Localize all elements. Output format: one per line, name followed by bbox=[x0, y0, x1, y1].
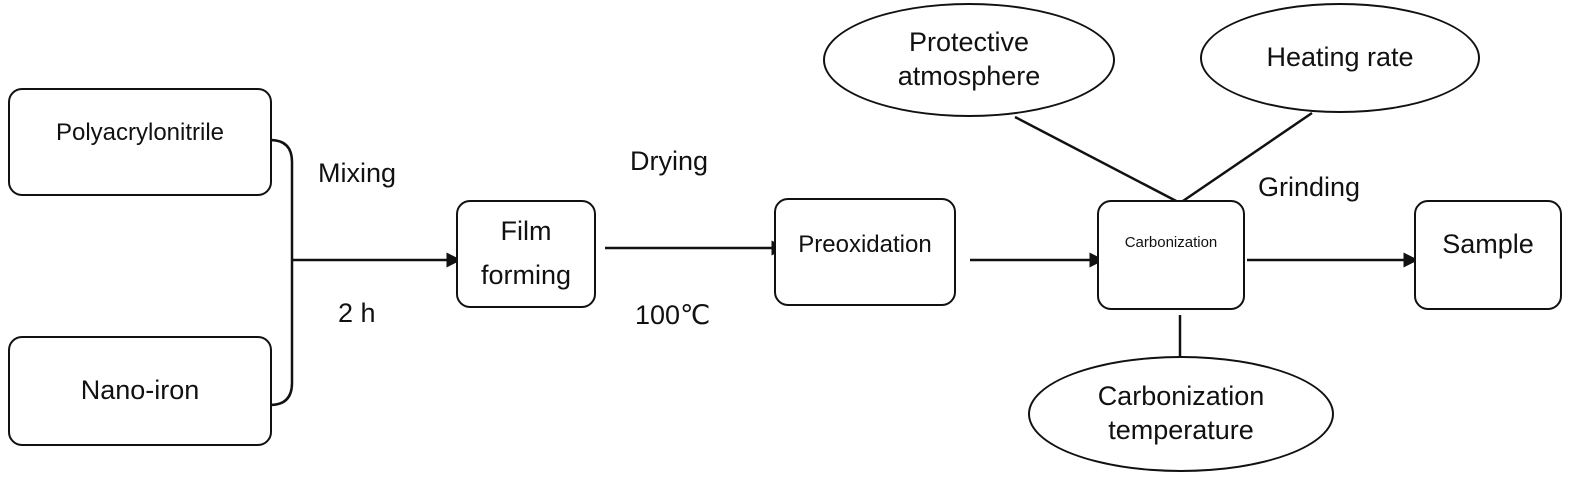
heating-rate-ellipse: Heating rate bbox=[1200, 3, 1480, 113]
preoxidation-box: Preoxidation bbox=[774, 198, 956, 306]
carbonization-temperature-line1: Carbonization bbox=[1097, 381, 1265, 412]
sample-box: Sample bbox=[1414, 200, 1562, 310]
nano-iron-box: Nano-iron bbox=[8, 336, 272, 446]
carbonization-temperature-ellipse: Carbonization temperature bbox=[1028, 356, 1334, 472]
grinding-label: Grinding bbox=[1258, 172, 1361, 202]
protective-atmosphere-line1: Protective bbox=[908, 27, 1030, 58]
mixing-time-label: 2 h bbox=[338, 298, 376, 328]
film-forming-line2: forming bbox=[480, 260, 572, 290]
input-bracket bbox=[269, 138, 294, 407]
carbonization-label: Carbonization bbox=[1124, 234, 1218, 251]
mixing-label: Mixing bbox=[318, 158, 397, 188]
line-heating-rate bbox=[1179, 111, 1313, 205]
protective-atmosphere-line2: atmosphere bbox=[897, 61, 1041, 91]
nano-iron-label: Nano-iron bbox=[80, 375, 200, 406]
heating-rate-label: Heating rate bbox=[1266, 42, 1414, 73]
carbonization-box: Carbonization bbox=[1097, 200, 1245, 310]
drying-temperature-label: 100℃ bbox=[635, 300, 711, 330]
film-forming-line1: Film bbox=[500, 216, 552, 247]
polyacrylonitrile-box: Polyacrylonitrile bbox=[8, 88, 272, 196]
polyacrylonitrile-label: Polyacrylonitrile bbox=[55, 119, 225, 146]
film-forming-box: Film forming bbox=[456, 200, 596, 308]
sample-label: Sample bbox=[1442, 229, 1534, 259]
protective-atmosphere-ellipse: Protective atmosphere bbox=[823, 3, 1115, 117]
line-protective-atmosphere bbox=[1014, 115, 1181, 205]
preoxidation-label: Preoxidation bbox=[798, 231, 932, 258]
carbonization-temperature-line2: temperature bbox=[1108, 415, 1254, 445]
drying-label: Drying bbox=[630, 146, 709, 176]
